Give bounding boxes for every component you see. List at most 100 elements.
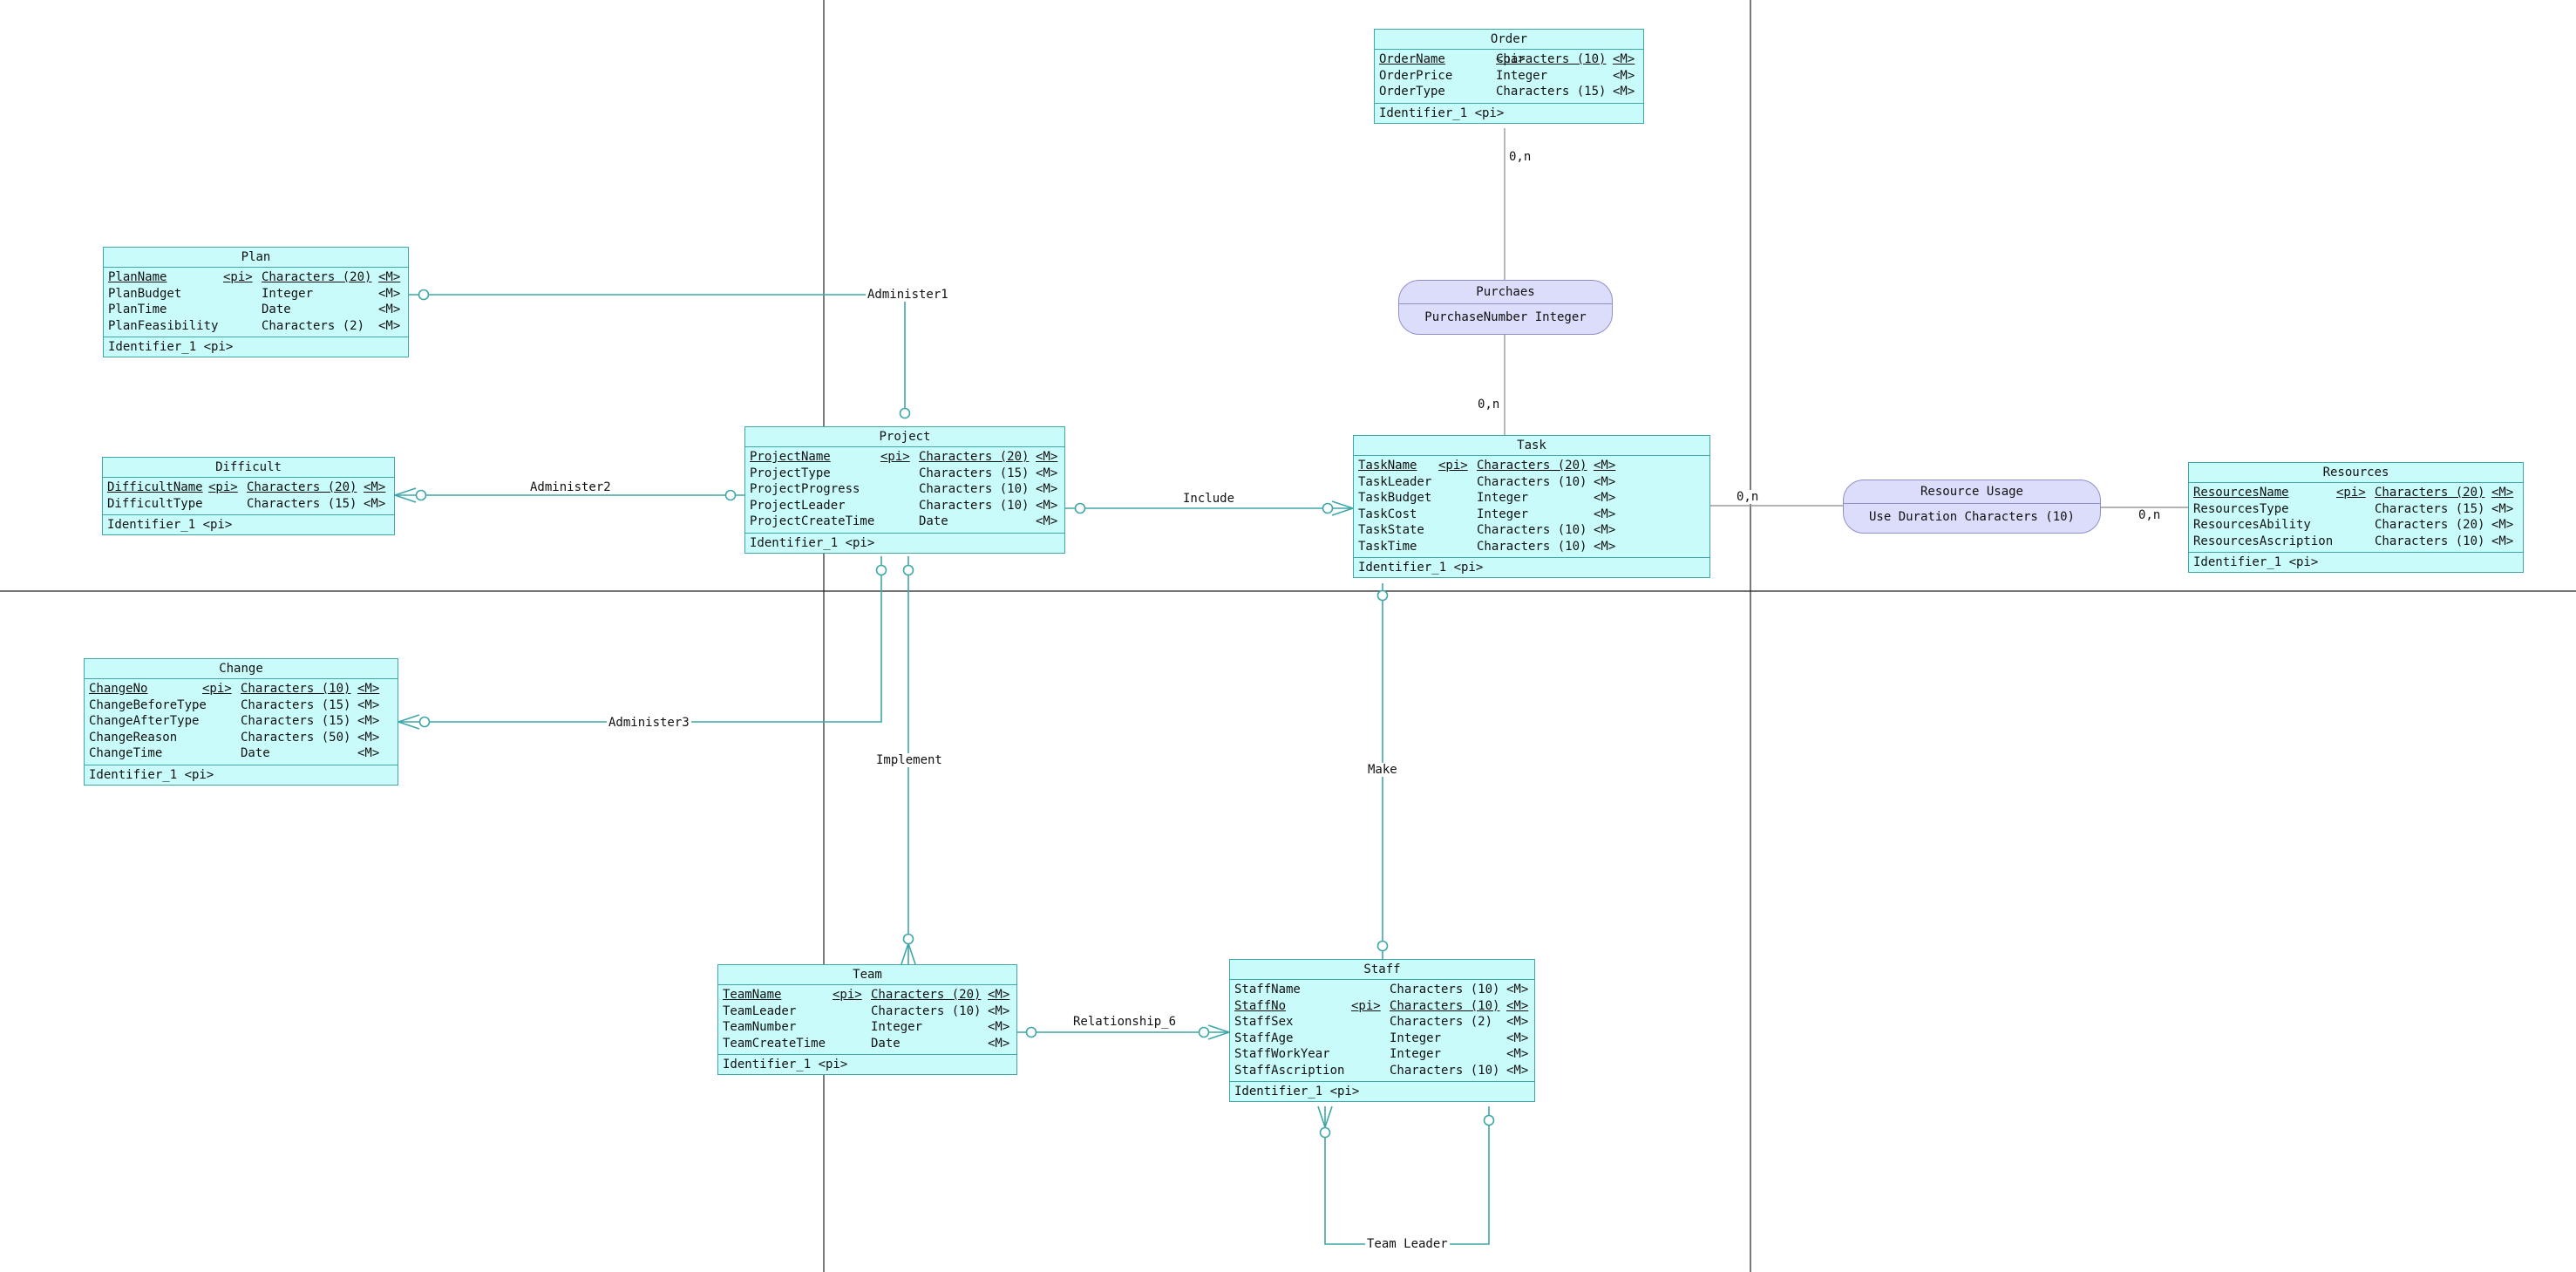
- attribute-row[interactable]: ChangeNo<pi>Characters (10)<M>: [89, 681, 393, 697]
- attribute-type: Characters (15): [241, 714, 351, 728]
- attribute-mandatory: <M>: [1594, 539, 1616, 554]
- crowfoot: [396, 714, 420, 730]
- attribute-name: PlanBudget: [108, 286, 182, 301]
- attribute-type: Date: [241, 746, 270, 760]
- attribute-key: <pi>: [2336, 486, 2366, 500]
- attribute-mandatory: <M>: [988, 1020, 1010, 1034]
- link-administer1[interactable]: [409, 294, 906, 410]
- attribute-type: Characters (10): [1496, 52, 1607, 66]
- association-resource-usage[interactable]: Resource Usage Use Duration Characters (…: [1843, 480, 2101, 534]
- card-circle: [1376, 589, 1389, 602]
- link-team-leader[interactable]: [1324, 1106, 1490, 1245]
- attribute-name: OrderName: [1379, 52, 1445, 66]
- attribute-mandatory: <M>: [378, 303, 401, 316]
- attribute-mandatory: <M>: [378, 270, 401, 284]
- attribute-type: Characters (10): [1390, 1063, 1500, 1078]
- card-circle: [1319, 1126, 1331, 1139]
- entity-identifier: Identifier_1 <pi>: [85, 764, 398, 785]
- attribute-type: Integer: [1477, 491, 1529, 505]
- attribute-mandatory: <M>: [357, 730, 380, 745]
- entity-title: Order: [1375, 30, 1643, 50]
- attribute-mandatory: <M>: [364, 480, 386, 494]
- label-relationship-6: Relationship_6: [1071, 1015, 1179, 1029]
- attribute-name: TeamNumber: [723, 1020, 797, 1034]
- attribute-key: [1351, 1014, 1390, 1031]
- attribute-row[interactable]: ProjectName<pi>Characters (20)<M>: [750, 449, 1060, 466]
- attribute-row[interactable]: TeamName<pi>Characters (20)<M>: [723, 987, 1012, 1003]
- attribute-mandatory: <M>: [1594, 474, 1616, 489]
- attribute-name: ProjectName: [750, 450, 831, 464]
- label-administer3: Administer3: [607, 716, 691, 730]
- attribute-name: TaskTime: [1358, 539, 1417, 554]
- attribute-name: OrderPrice: [1379, 68, 1453, 83]
- attribute-name: ResourcesAscription: [2193, 534, 2334, 548]
- label-make: Make: [1366, 763, 1399, 777]
- attribute-row[interactable]: PlanName<pi>Characters (20)<M>: [108, 269, 404, 286]
- attribute-type: Characters (50): [241, 730, 351, 745]
- attribute-name: StaffSex: [1234, 1015, 1294, 1029]
- card-circle: [875, 564, 887, 576]
- attribute-key: <pi>: [202, 682, 232, 696]
- attribute-key: [202, 713, 241, 730]
- entity-title: Task: [1354, 436, 1709, 456]
- link-administer3[interactable]: [398, 556, 882, 723]
- association-purchases[interactable]: Purchaes PurchaseNumber Integer: [1398, 280, 1613, 335]
- attribute-name: TaskState: [1358, 523, 1424, 537]
- attribute-mandatory: <M>: [988, 1003, 1010, 1018]
- attribute-mandatory: <M>: [1506, 1015, 1529, 1029]
- attribute-type: Characters (20): [2375, 486, 2485, 500]
- attribute-type: Characters (10): [919, 482, 1030, 496]
- attribute-row[interactable]: TaskName<pi>Characters (20)<M>: [1358, 458, 1705, 474]
- cardinality-task-usage: 0,n: [1735, 490, 1761, 504]
- attribute-list: OrderName<pi>Characters (10)<M>OrderPric…: [1375, 50, 1643, 103]
- attribute-row[interactable]: ResourcesName<pi>Characters (20)<M>: [2193, 485, 2518, 501]
- attribute-name: ChangeBeforeType: [89, 697, 207, 712]
- attribute-row[interactable]: DifficultName<pi>Characters (20)<M>: [107, 480, 390, 496]
- attribute-list: ChangeNo<pi>Characters (10)<M>ChangeBefo…: [85, 679, 398, 765]
- attribute-key: [2336, 517, 2375, 534]
- attribute-name: PlanName: [108, 270, 167, 284]
- entity-identifier: Identifier_1 <pi>: [1375, 102, 1643, 123]
- attribute-row[interactable]: OrderName<pi>Characters (10)<M>: [1379, 51, 1639, 68]
- attribute-row[interactable]: StaffNo<pi>Characters (10)<M>: [1234, 998, 1530, 1015]
